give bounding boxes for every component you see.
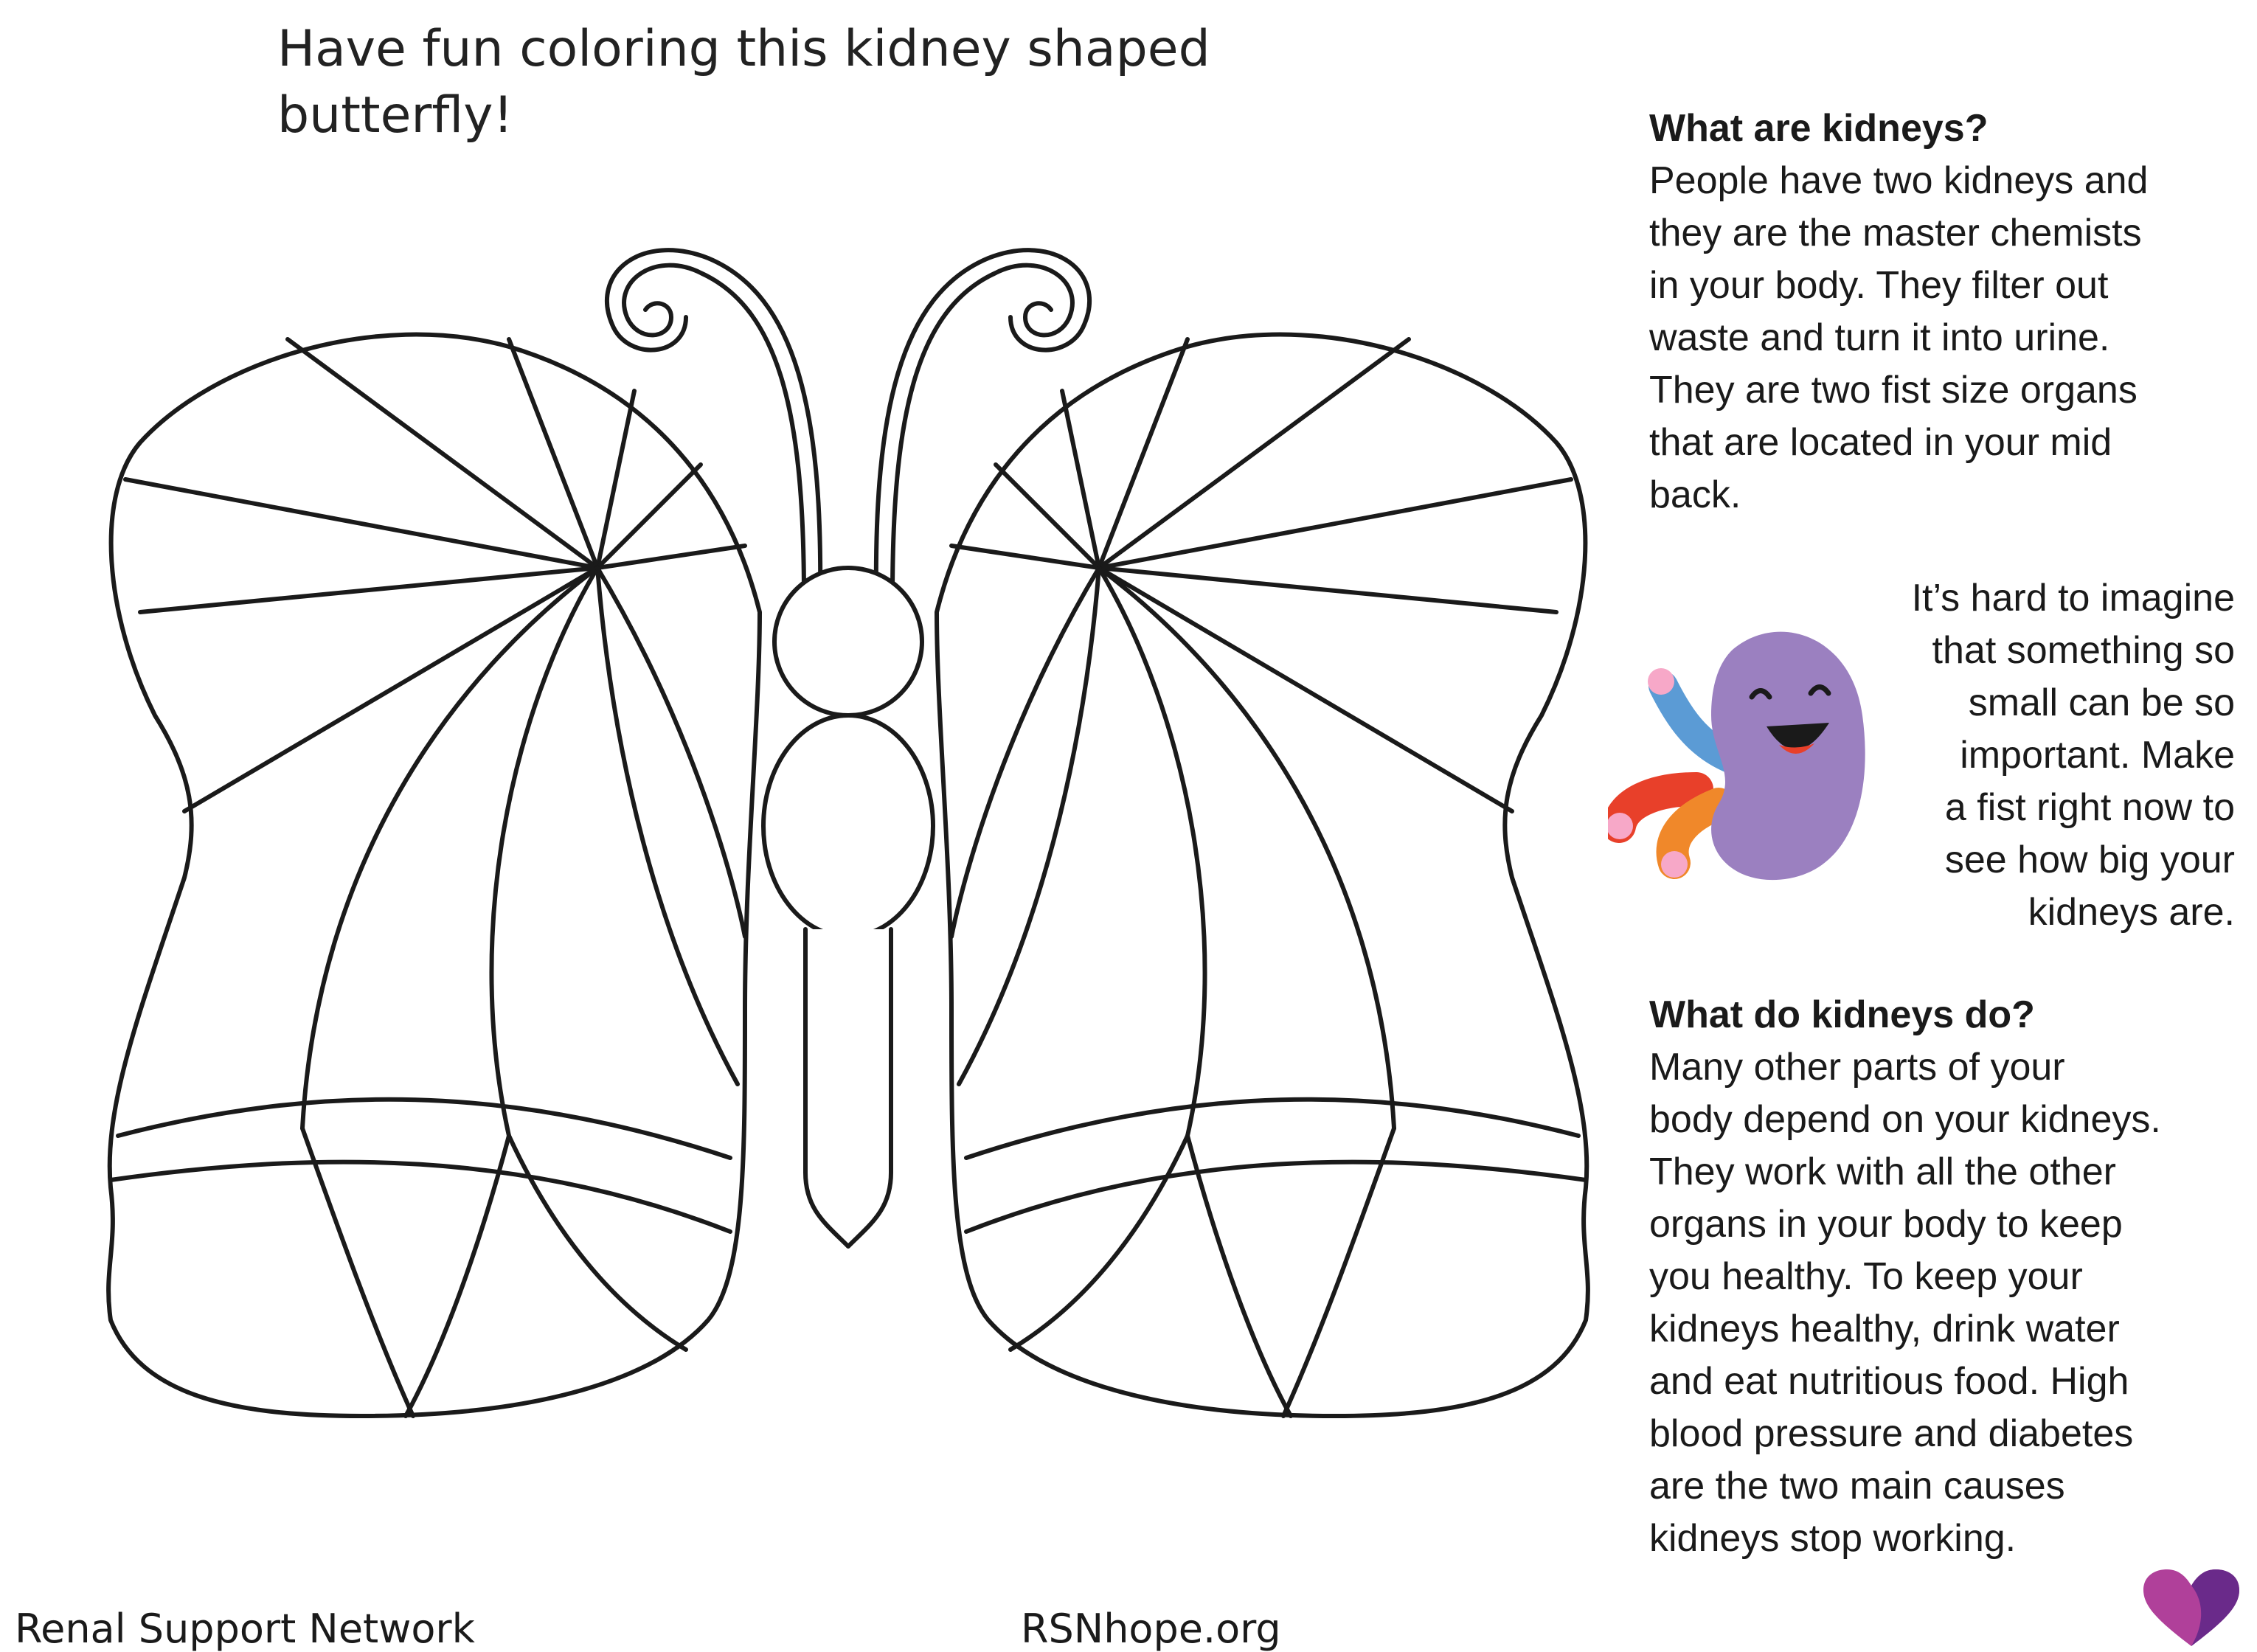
kidney-mascot-icon	[1608, 631, 1865, 881]
butterfly-coloring-illustration	[106, 248, 1590, 1418]
section-body: Many other parts of your body depend on …	[1649, 1046, 2161, 1560]
heart-logo-icon	[2143, 1569, 2239, 1646]
right-wing-veins	[949, 337, 1588, 1418]
website-link[interactable]: RSNhope.org	[1021, 1606, 1281, 1652]
section-body: People have two kidneys and they are the…	[1649, 159, 2149, 516]
butterfly-abdomen	[803, 927, 893, 1249]
left-antenna-inner	[605, 248, 823, 600]
section-heading: What are kidneys?	[1649, 107, 1989, 150]
butterfly-head	[772, 566, 924, 718]
right-antenna-inner	[873, 248, 1092, 600]
organization-name: Renal Support Network	[15, 1606, 475, 1652]
what-do-kidneys-do-section: What do kidneys do? Many other parts of …	[1649, 988, 2254, 1565]
left-wing-veins	[108, 337, 747, 1418]
what-are-kidneys-section: What are kidneys? People have two kidney…	[1649, 102, 2239, 521]
section-heading: What do kidneys do?	[1649, 993, 2035, 1036]
butterfly-thorax	[761, 713, 935, 939]
right-antenna	[890, 263, 1075, 600]
page-title: Have fun coloring this kidney shaped but…	[277, 20, 1210, 145]
fist-size-note: It’s hard to imagine that something so s…	[1911, 577, 2235, 934]
left-antenna	[622, 263, 806, 600]
